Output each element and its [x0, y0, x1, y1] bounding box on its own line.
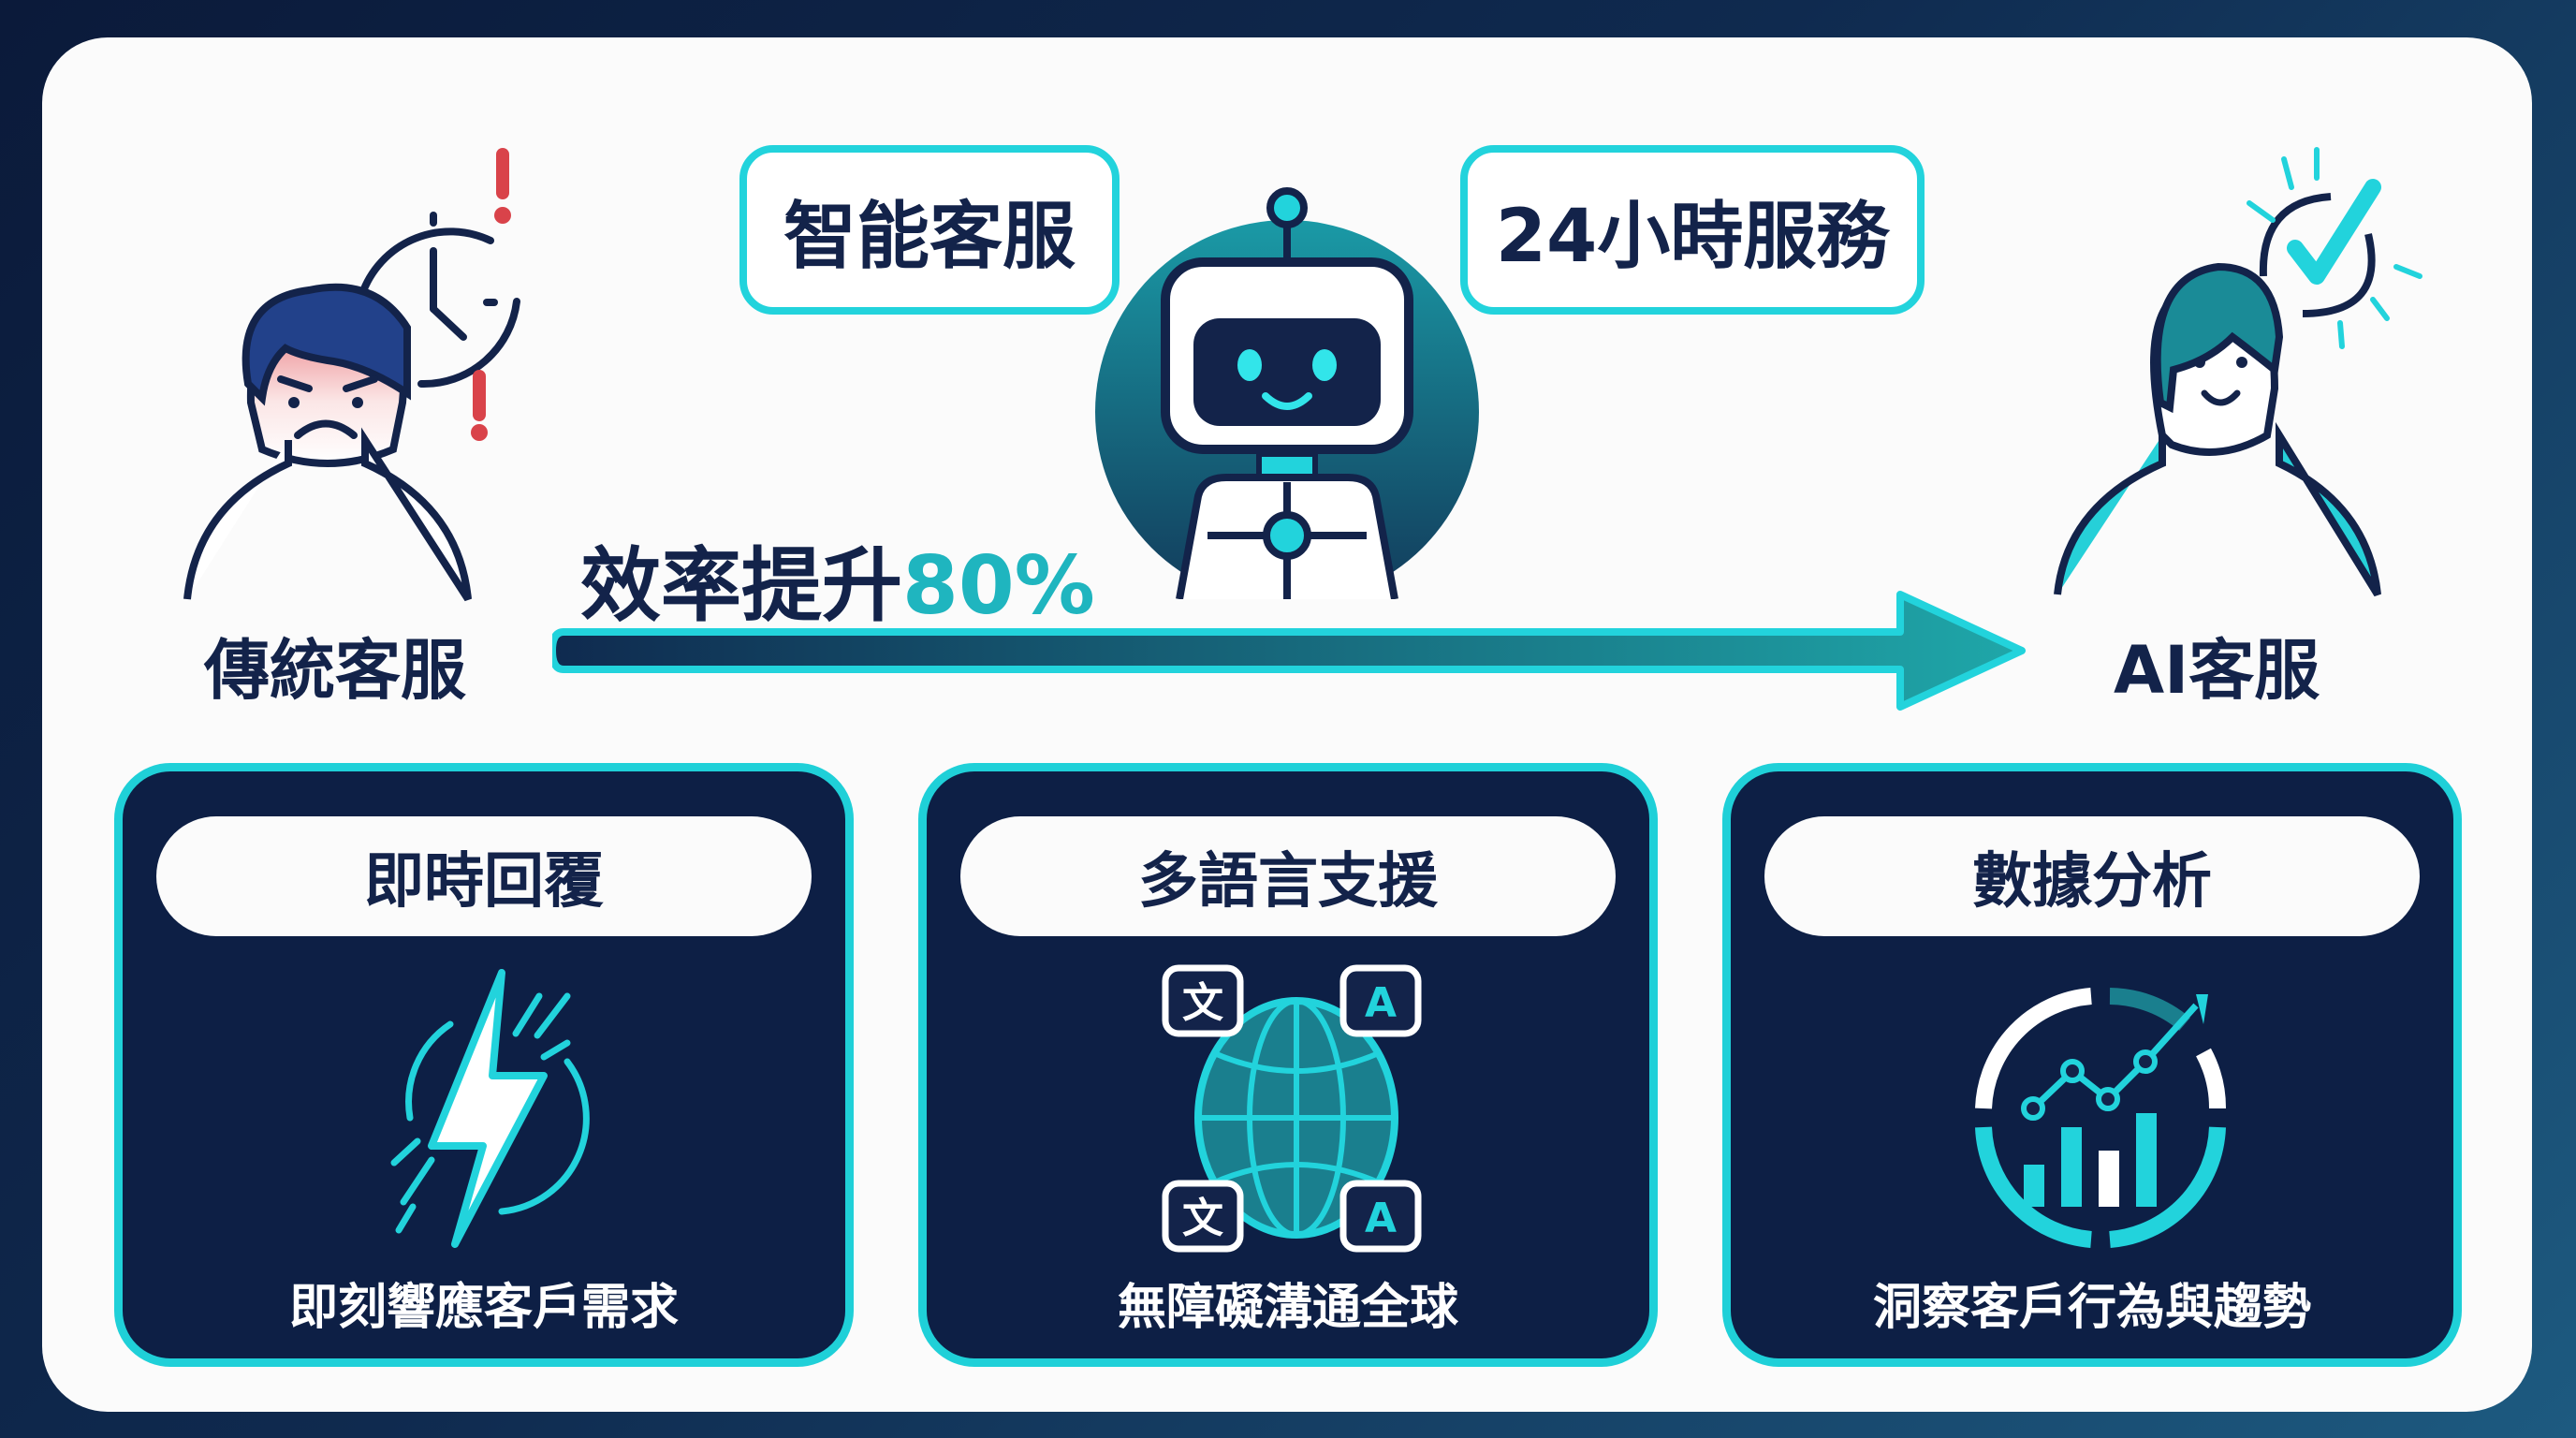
angry-person-icon — [183, 148, 520, 602]
24h-service-bubble: 24小時服務 — [1460, 145, 1925, 315]
robot-icon — [1095, 187, 1479, 599]
svg-text:A: A — [1365, 979, 1397, 1027]
globe-translate-icon: 文 A 文 A — [1162, 964, 1422, 1253]
happy-person-icon — [2054, 147, 2422, 597]
exclamation-icon — [471, 148, 511, 441]
feature-description: 即刻響應客戶需求 — [288, 1280, 679, 1336]
clock-icon — [357, 212, 520, 389]
svg-text:文: 文 — [1182, 1195, 1223, 1242]
feature-title: 數據分析 — [1764, 816, 2420, 936]
svg-text:文: 文 — [1182, 979, 1223, 1027]
lightning-bolt-icon — [390, 969, 590, 1248]
feature-title: 即時回覆 — [156, 816, 812, 936]
analytics-chart-icon — [1975, 988, 2227, 1248]
efficiency-label: 效率提升80% — [580, 539, 1095, 633]
smart-service-bubble: 智能客服 — [739, 145, 1120, 315]
feature-title: 多語言支援 — [960, 816, 1616, 936]
feature-description: 洞察客戶行為與趨勢 — [1872, 1280, 2311, 1336]
traditional-service-label: 傳統客服 — [204, 632, 466, 709]
svg-text:A: A — [1365, 1195, 1397, 1242]
ai-service-label: AI客服 — [2114, 632, 2320, 709]
checkmark-icon — [2247, 147, 2422, 349]
feature-panel-data-analysis: 數據分析 洞察客戶行為與趨勢 — [1722, 763, 2462, 1367]
feature-description: 無障礙溝通全球 — [1117, 1280, 1458, 1336]
feature-panel-instant-reply: 即時回覆 即刻響應客戶需求 — [114, 763, 854, 1367]
feature-panel-multilingual: 多語言支援 文 A 文 A 無障礙溝通全球 — [918, 763, 1658, 1367]
right-arrow-icon — [552, 591, 2026, 711]
efficiency-value: 80% — [902, 539, 1095, 633]
